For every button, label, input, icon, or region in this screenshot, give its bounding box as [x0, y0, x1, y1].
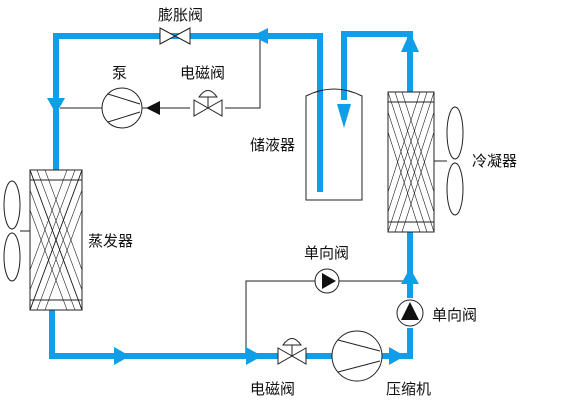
evaporator-label: 蒸发器	[88, 232, 133, 250]
condenser-fan-icon	[434, 106, 464, 216]
expansion-branch-line	[225, 36, 261, 109]
check-valve-upper-icon	[314, 268, 340, 294]
flow-arrow-right-bottom	[114, 347, 130, 365]
flow-arrow-up-top	[401, 32, 419, 52]
condenser-coil	[387, 91, 435, 233]
expansion-valve-icon	[159, 27, 191, 45]
solenoid-valve-bottom-label: 电磁阀	[250, 380, 295, 398]
pump-icon	[101, 87, 143, 129]
bypass-left-line	[245, 280, 315, 356]
check-valve-right-icon	[396, 299, 424, 327]
flow-arrow-down-left	[47, 98, 65, 114]
compressor-label: 压缩机	[386, 380, 431, 398]
expansion-valve-label: 膨胀阀	[158, 6, 203, 24]
refrigerant-pipes	[49, 31, 413, 359]
condenser-label: 冷凝器	[472, 152, 517, 170]
flow-arrow-right-valve	[246, 347, 262, 365]
evaporator-fan-icon	[3, 180, 30, 282]
flow-arrow-into-receiver	[337, 104, 351, 128]
pipe-evaporator-to-solenoid	[49, 310, 278, 359]
flow-arrow-up-right	[401, 268, 419, 284]
pipe-receiver-to-evaporator	[53, 33, 323, 192]
evaporator-coil	[29, 169, 83, 311]
flow-arrow-left-top	[252, 28, 268, 44]
solenoid-valve-bottom-icon	[277, 338, 307, 365]
flow-arrows	[47, 28, 419, 365]
pipe-condenser-to-receiver	[341, 31, 413, 100]
compressor-icon	[331, 330, 383, 382]
pump-label: 泵	[112, 64, 127, 82]
flow-arrow-right-compressor	[389, 347, 405, 365]
arrow-to-pump-icon	[146, 101, 160, 115]
solenoid-valve-top-label: 电磁阀	[180, 64, 225, 82]
solenoid-valve-top-icon	[193, 90, 223, 117]
receiver-tank	[305, 88, 363, 201]
thin-lines	[60, 36, 408, 356]
check-valve-right-label: 单向阀	[432, 306, 477, 324]
receiver-label: 储液器	[250, 136, 295, 154]
check-valve-upper-label: 单向阀	[304, 244, 349, 262]
